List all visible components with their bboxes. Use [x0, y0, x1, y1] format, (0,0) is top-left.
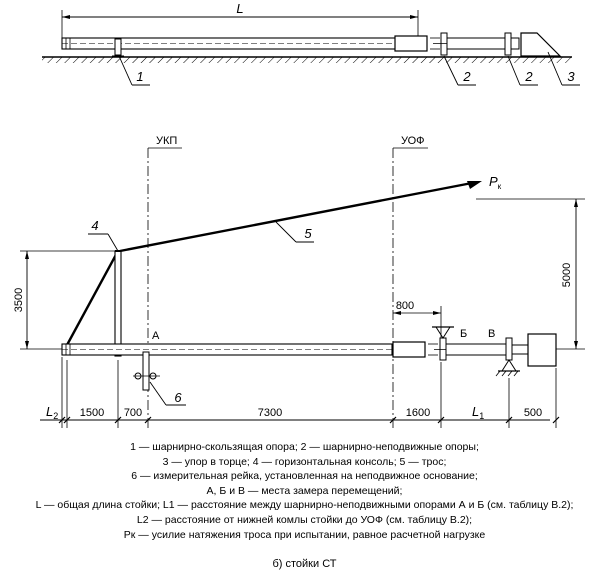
main-view: УКП УОФ Pк	[13, 135, 585, 428]
test-scheme-drawing: L 1 2 2	[13, 1, 585, 428]
callout-4: 4	[91, 218, 98, 233]
measuring-rail-6	[142, 351, 150, 391]
console-4	[114, 250, 122, 357]
ground-top	[42, 57, 572, 63]
dim-7300: 7300	[258, 407, 282, 419]
pole-butt-top	[394, 35, 428, 52]
end-stop-main	[527, 333, 557, 367]
support-1-top	[114, 38, 122, 56]
pole-butt-main	[392, 341, 426, 358]
callout-5: 5	[304, 226, 312, 241]
legend-line: Pк — усилие натяжения троса при испытани…	[123, 528, 486, 541]
legend-line: L2 — расстояние от нижней комлы стойки д…	[136, 513, 473, 526]
point-V: В	[488, 328, 495, 340]
end-stop-3-top	[520, 32, 562, 57]
legend-line: 1 — шарнирно-скользящая опора; 2 — шарни…	[130, 441, 479, 453]
legend: 1 — шарнирно-скользящая опора; 2 — шарни…	[0, 440, 609, 542]
point-B: Б	[460, 328, 467, 340]
callout-2a: 2	[462, 69, 471, 84]
point-A: А	[152, 330, 160, 342]
legend-line: А, Б и В — места замера перемещений;	[206, 484, 403, 497]
dim-800: 800	[396, 300, 414, 312]
load-P-label: Pк	[489, 174, 502, 191]
support-V-main	[505, 337, 513, 361]
support-2b-top	[504, 32, 512, 56]
legend-line: 3 — упор в торце; 4 — горизонтальная кон…	[162, 455, 447, 468]
uof-label: УОФ	[401, 135, 425, 147]
figure-caption: б) стойки СТ	[272, 558, 337, 570]
cable-5	[119, 181, 473, 253]
callout-1: 1	[136, 69, 143, 84]
support-B-main	[439, 337, 447, 361]
dim-height-left: 3500	[13, 288, 25, 312]
ukp-label: УКП	[156, 135, 177, 147]
legend-line: 6 — измерительная рейка, установленная н…	[131, 470, 478, 483]
callout-6: 6	[174, 390, 182, 405]
dim-height-right: 5000	[561, 263, 573, 287]
dim-1500: 1500	[80, 407, 104, 419]
support-2a-top	[440, 32, 448, 56]
legend-line: L — общая длина стойки; L1 — расстояние …	[35, 499, 574, 512]
top-view: L 1 2 2	[42, 1, 580, 86]
dim-700: 700	[124, 407, 142, 419]
dim-L1: L1	[472, 404, 484, 421]
brace	[65, 250, 120, 346]
force-arrowhead	[467, 181, 482, 189]
dim-500: 500	[524, 407, 542, 419]
callout-3: 3	[567, 69, 575, 84]
dim-L-label: L	[236, 1, 243, 16]
callout-2b: 2	[524, 69, 533, 84]
dim-1600: 1600	[406, 407, 430, 419]
dim-L2: L2	[46, 404, 58, 421]
